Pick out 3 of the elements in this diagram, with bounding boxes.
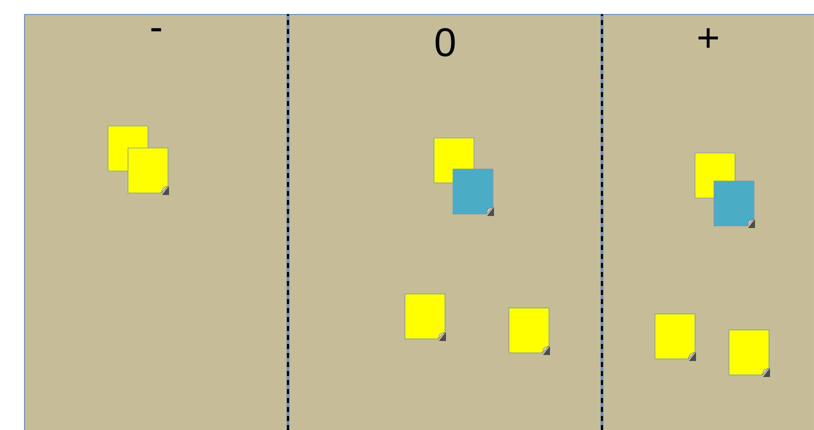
- column-panel: 0: [288, 14, 602, 430]
- column-panel: +: [602, 14, 814, 430]
- column-panel: -: [24, 14, 288, 430]
